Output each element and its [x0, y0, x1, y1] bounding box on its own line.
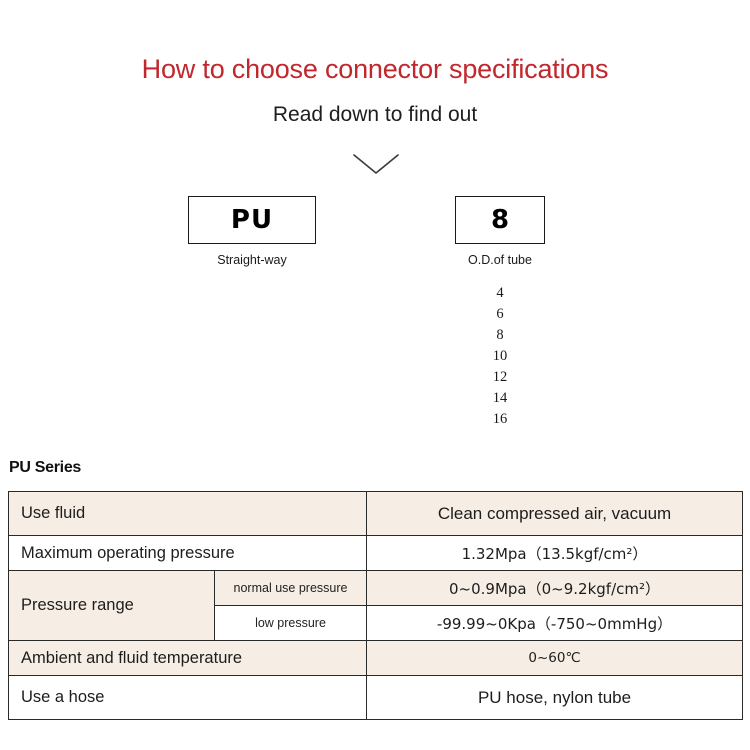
spec-value: 1.32Mpa（13.5kgf/cm²）	[366, 535, 743, 571]
table-row: Pressure range normal use pressure 0~0.9…	[8, 570, 743, 641]
spec-value: 0~0.9Mpa（0~9.2kgf/cm²）	[366, 570, 743, 606]
spec-section-title: PU Series	[9, 459, 82, 476]
table-row: low pressure -99.99~0Kpa（-750~0mmHg）	[9, 605, 743, 641]
page-title: How to choose connector specifications	[141, 54, 609, 84]
spec-value: 0~60℃	[366, 640, 743, 676]
list-item: 16	[492, 411, 508, 427]
spec-value: -99.99~0Kpa（-750~0mmHg）	[366, 605, 743, 641]
table-row: Use fluid Clean compressed air, vacuum	[7, 491, 743, 536]
list-item: 14	[492, 390, 508, 406]
table-row: Use a hose PU hose, nylon tube	[7, 675, 743, 720]
tube-size-box: 8	[455, 196, 545, 244]
series-code-box: PU	[188, 196, 316, 244]
spec-value: Clean compressed air, vacuum	[366, 491, 743, 536]
spec-value: PU hose, nylon tube	[366, 675, 743, 720]
tube-size-option-list: 4 6 8 10 12 14 16	[440, 283, 560, 430]
series-code-caption: Straight-way	[217, 253, 287, 267]
list-item: 6	[496, 306, 504, 322]
chevron-down-icon	[352, 152, 400, 178]
table-row: Maximum operating pressure 1.32Mpa（13.5k…	[7, 535, 743, 571]
spec-label: Ambient and fluid temperature	[7, 640, 368, 676]
table-row: Ambient and fluid temperature 0~60℃	[7, 640, 743, 676]
list-item: 12	[492, 369, 508, 385]
spec-label: Pressure range	[8, 570, 215, 641]
tube-size-caption: O.D.of tube	[468, 253, 532, 267]
spec-label: Use a hose	[7, 675, 368, 720]
list-item: 4	[496, 285, 504, 301]
page-subtitle: Read down to find out	[272, 103, 478, 126]
list-item: 8	[496, 327, 504, 343]
list-item: 10	[492, 348, 508, 364]
spec-table: Use fluid Clean compressed air, vacuum M…	[7, 491, 743, 720]
spec-sub-label: low pressure	[213, 605, 368, 641]
spec-sub-label: normal use pressure	[213, 570, 368, 606]
spec-label: Use fluid	[7, 491, 368, 536]
spec-label: Maximum operating pressure	[7, 535, 368, 571]
